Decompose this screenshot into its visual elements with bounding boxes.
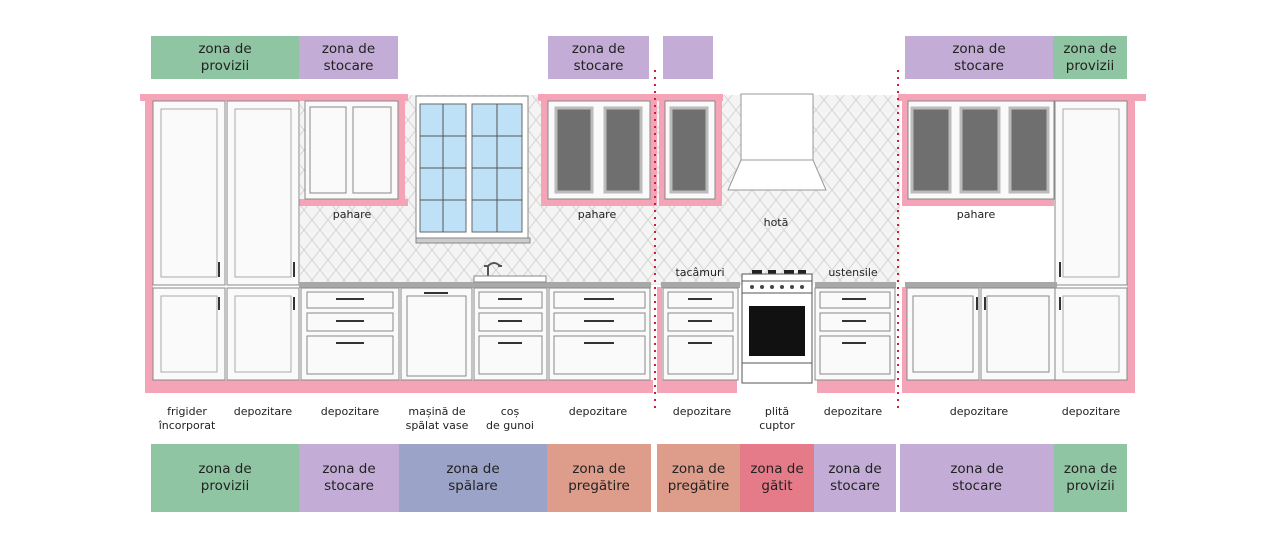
label-hota: hotă [763,216,789,229]
top-zone-provizii-left: zona de provizii [151,36,299,79]
glass-door-panels [554,106,1050,194]
bottom-zone-provizii-right: zona de provizii [1054,444,1127,512]
drawer-pulls [336,292,986,344]
bottom-zone-stocare-2: zona de stocare [814,444,896,512]
item-label-depozitare-7: depozitare [1061,405,1121,418]
countertops [299,282,1057,288]
bottom-zone-pregatire-2: zona de pregătire [657,444,740,512]
label-pahare-1: pahare [332,208,372,221]
base-cabinets [300,287,1056,381]
item-label-depozitare-4: depozitare [672,405,732,418]
item-label-depozitare-6: depozitare [949,405,1009,418]
bottom-zone-spalare: zona de spălare [399,444,547,512]
item-label-depozitare-1: depozitare [233,405,293,418]
label-ustensile: ustensile [828,266,878,279]
top-zone-provizii-right: zona de provizii [1053,36,1127,79]
cabinet-outlines [140,94,1146,393]
bottom-zone-provizii-left: zona de provizii [151,444,299,512]
window [415,95,531,244]
stove-oven [741,270,813,384]
range-hood [727,93,827,191]
bottom-zone-stocare-3: zona de stocare [900,444,1054,512]
bottom-zone-stocare-1: zona de stocare [299,444,399,512]
label-tacamuri: tacâmuri [675,266,725,279]
top-zone-stocare-small [663,36,713,79]
label-pahare-3: pahare [956,208,996,221]
item-label-frigider: frigider încorporat [158,405,216,432]
top-zone-stocare-3: zona de stocare [905,36,1053,79]
item-label-cos-de-gunoi: coș de gunoi [486,405,534,432]
item-label-depozitare-3: depozitare [568,405,628,418]
tall-pantry-units [152,100,1128,381]
item-label-depozitare-5: depozitare [823,405,883,418]
item-label-plita-cuptor: plită cuptor [759,405,795,432]
bottom-zone-gatit: zona de gătit [740,444,814,512]
zone-divider-lines [654,70,899,410]
sink-faucet [473,262,547,283]
item-label-masina-de-spalat: mașină de spălat vase [405,405,469,432]
bottom-zone-pregatire-1: zona de pregătire [547,444,651,512]
item-label-depozitare-2: depozitare [320,405,380,418]
label-pahare-2: pahare [577,208,617,221]
top-zone-stocare-1: zona de stocare [299,36,398,79]
top-zone-stocare-2: zona de stocare [548,36,649,79]
